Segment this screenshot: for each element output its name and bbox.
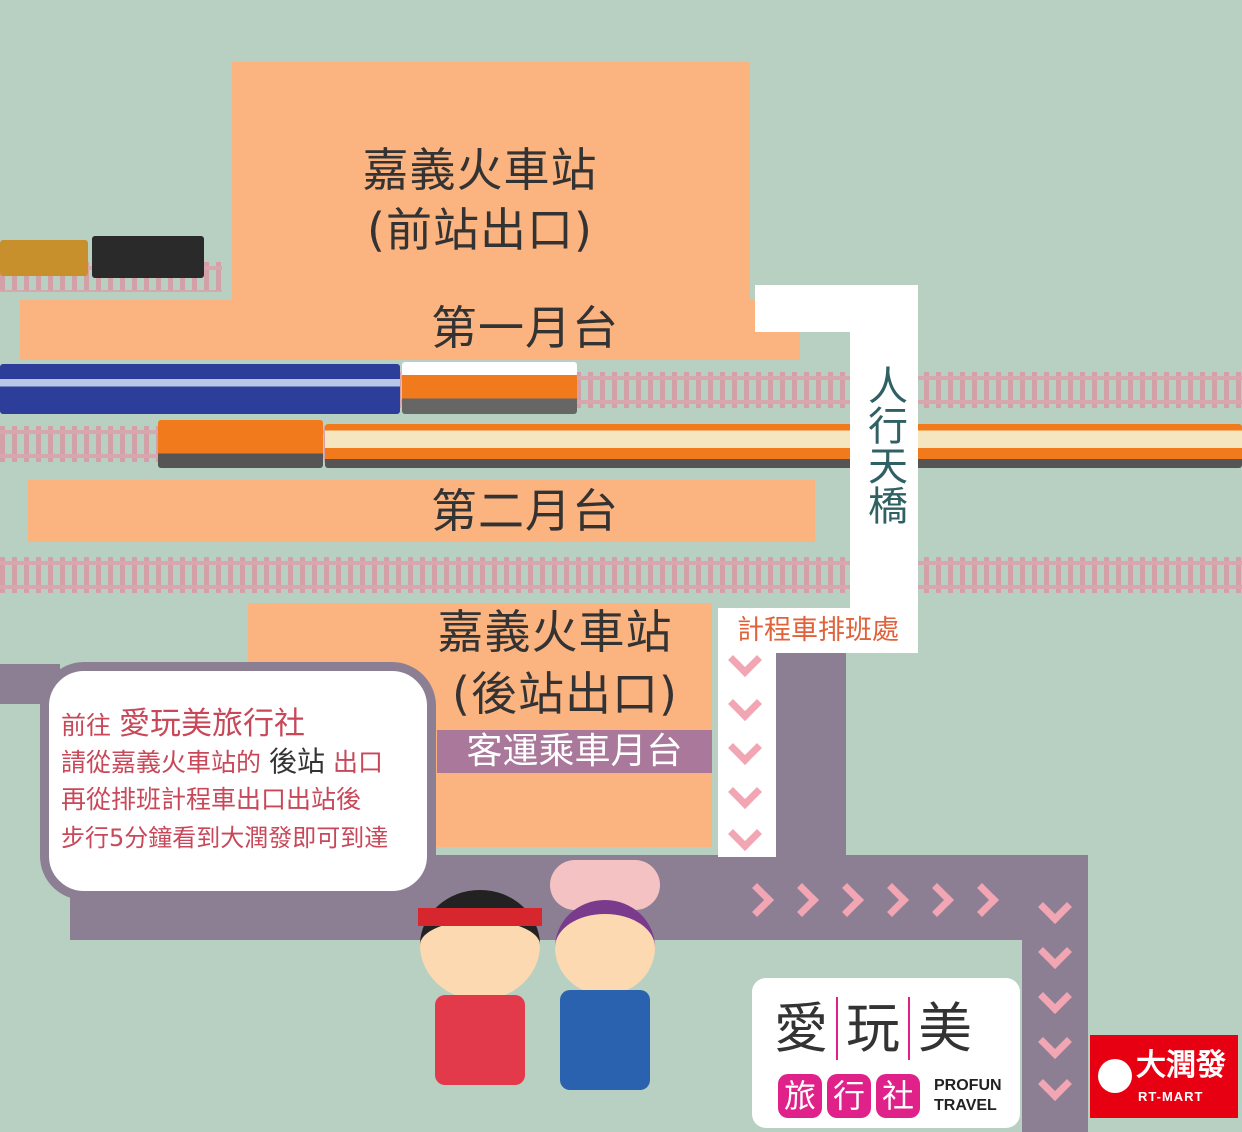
bridge-label: 人行天橋 [861,365,907,525]
instruction-box: 前往 愛玩美旅行社 請從嘉義火車站的 後站 出口 再從排班計程車出口出站後 步行… [40,662,436,900]
rt-mart-logo: 大潤發 RT-MART [1090,1035,1238,1118]
rear-station-exit: (後站出口) [452,667,678,721]
instruction-line-2: 請從嘉義火車站的 後站 出口 [61,745,383,778]
rt-mart-en: RT-MART [1138,1089,1204,1104]
pedestrian-bridge [850,285,918,653]
taxi-walkway [718,652,776,857]
bus-platform-label: 客運乘車月台 [437,730,712,773]
rt-mart-emblem-icon [1098,1059,1132,1093]
girl-body [560,990,650,1090]
heritage-car [0,240,88,276]
path-vertical-1 [776,652,846,862]
instruction-line-4: 步行5分鐘看到大潤發即可到達 [61,824,389,852]
instruction-line-1: 前往 愛玩美旅行社 [61,706,305,742]
taxi-stand-label: 計程車排班處 [718,608,918,653]
rt-mart-zh: 大潤發 [1136,1048,1226,1083]
blue-train [0,364,400,414]
front-station-block [232,62,750,302]
platform-1 [20,300,800,360]
mascot-boy [400,870,560,1120]
platform-2 [28,480,815,542]
boy-head [420,890,540,1000]
instruction-line-3: 再從排班計程車出口出站後 [61,785,362,814]
boy-body [435,995,525,1085]
orange-locomotive [402,362,577,414]
orange-train-locomotive [158,420,323,468]
track-3 [0,553,1242,597]
mascot-girl [540,860,670,1120]
front-station-name: 嘉義火車站 [362,143,598,197]
platform-2-label: 第二月台 [431,484,619,538]
front-station-exit: (前站出口) [367,203,593,257]
path-vertical-2 [1022,855,1088,1132]
rear-station-name: 嘉義火車站 [437,605,673,659]
boy-headband [418,908,542,926]
logo-sub: 旅 行 社 [778,1074,920,1118]
platform-1-label: 第一月台 [431,301,619,355]
logo-main: 愛玩美 [774,997,972,1060]
girl-head [555,900,655,995]
orange-train [325,424,1242,468]
steam-locomotive [92,236,204,278]
